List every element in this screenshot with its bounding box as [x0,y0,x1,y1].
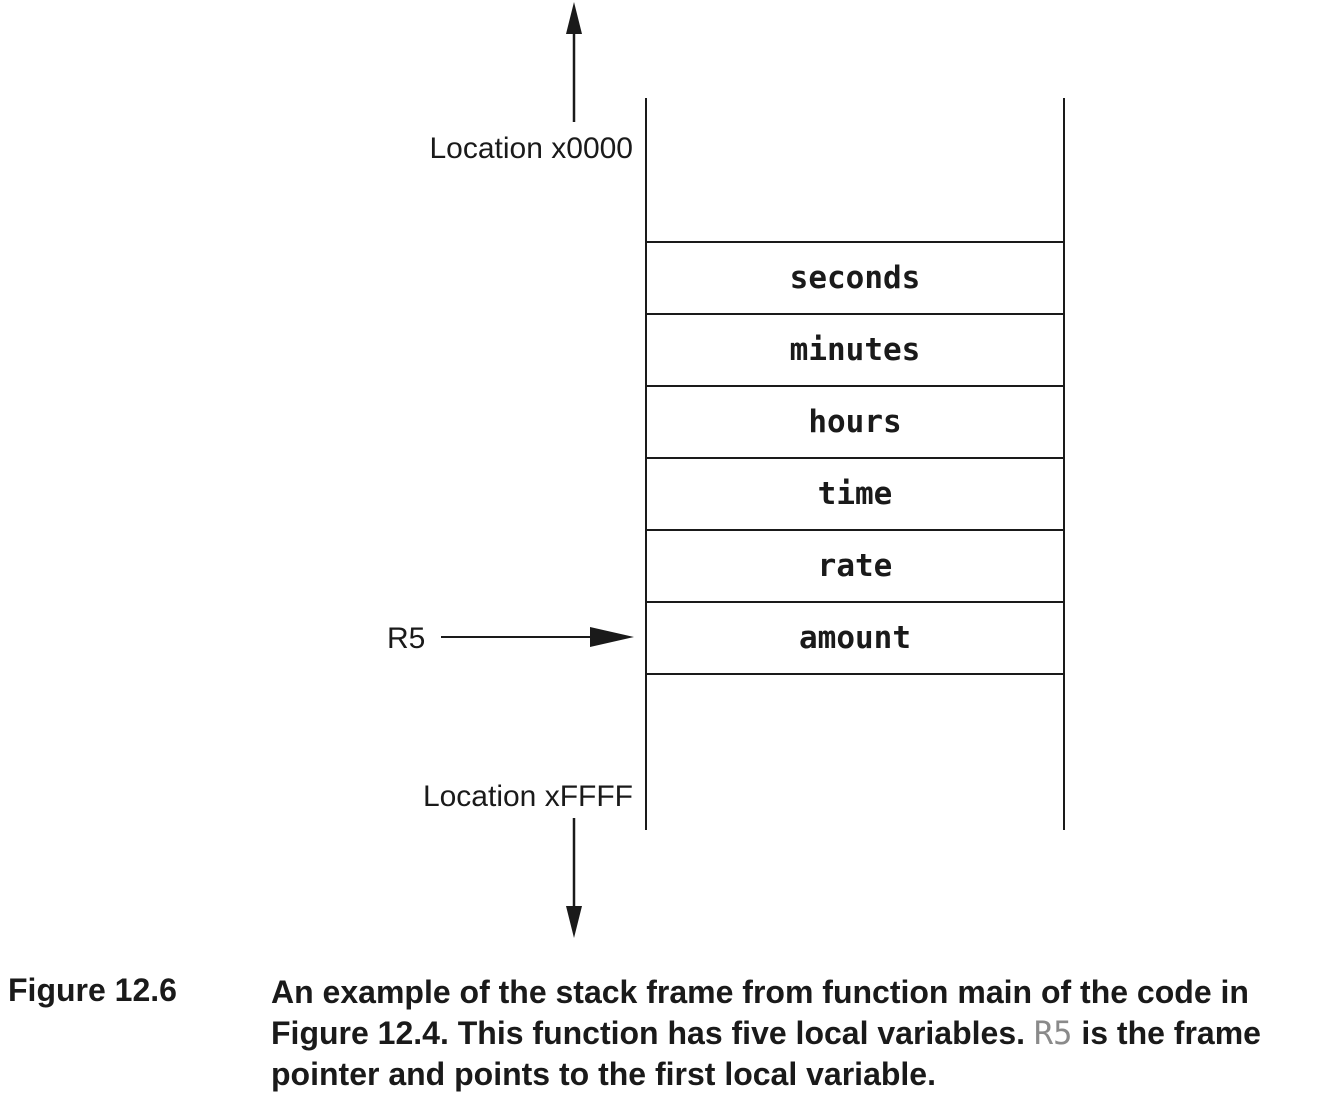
top-location-label: Location x0000 [430,132,634,165]
bottom-location-label: Location xFFFF [423,780,633,813]
down-arrow-icon [566,818,582,938]
frame-slot-amount: amount [799,620,911,656]
stack-frame-diagram: seconds minutes hours time rate amount L… [387,2,1065,938]
figure-caption: Figure 12.6 An example of the stack fram… [0,968,1342,1098]
up-arrow-icon [566,2,582,122]
pointer-arrow-icon [441,627,634,647]
frame-slot-seconds: seconds [790,260,921,296]
stack-frame: seconds minutes hours time rate amount [646,241,1064,675]
frame-pointer-label: R5 [387,622,425,655]
frame-slot-rate: rate [818,548,893,584]
figure-number: Figure 12.6 [8,972,177,1008]
caption-register: R5 [1033,1014,1073,1052]
frame-slot-minutes: minutes [790,332,921,368]
caption-text-start: An example of the stack frame from funct… [271,974,1249,1051]
caption-text: An example of the stack frame from funct… [271,972,1337,1095]
caption-text-end: is the frame pointer and points to the f… [271,1015,1261,1092]
frame-slot-time: time [818,476,893,512]
frame-slot-hours: hours [808,404,901,440]
